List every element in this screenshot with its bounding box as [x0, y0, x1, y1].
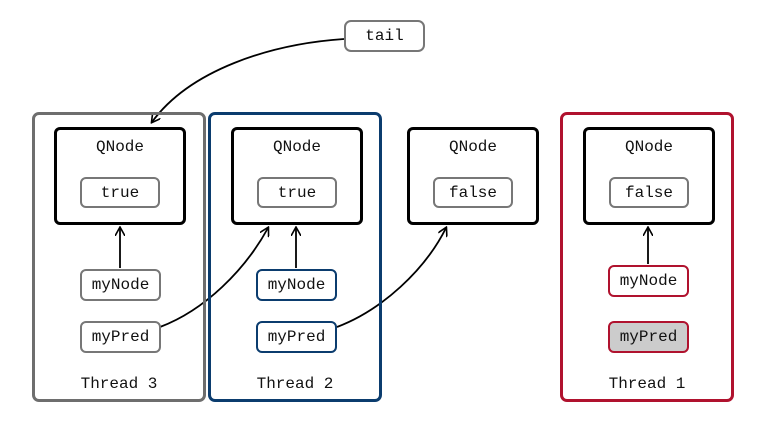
thread-3-mynode: myNode: [80, 269, 161, 301]
thread3-mypred-arrow: [159, 228, 268, 328]
thread-1-mynode: myNode: [608, 265, 689, 297]
qnode-1: QNode true: [54, 127, 186, 225]
thread-1-label: Thread 1: [608, 375, 686, 393]
qnode-title: QNode: [95, 138, 144, 156]
thread-2-label: Thread 2: [256, 375, 334, 393]
qnode-locked-value: false: [609, 177, 689, 208]
qnode-3: QNode false: [407, 127, 539, 225]
thread-3-frame: Thread 3: [32, 112, 206, 402]
qnode-locked-value: true: [257, 177, 337, 208]
thread-3-mypred: myPred: [80, 321, 161, 353]
tail-pointer: tail: [344, 20, 425, 52]
thread2-mypred-arrow: [336, 228, 446, 328]
thread-3-label: Thread 3: [80, 375, 158, 393]
qnode-title: QNode: [624, 138, 673, 156]
qnode-title: QNode: [448, 138, 497, 156]
qnode-4: QNode false: [583, 127, 715, 225]
tail-to-qnode-1-arrow: [152, 38, 345, 122]
thread-2-mypred: myPred: [256, 321, 337, 353]
qnode-locked-value: true: [80, 177, 160, 208]
qnode-locked-value: false: [433, 177, 513, 208]
thread-2-mynode: myNode: [256, 269, 337, 301]
qnode-title: QNode: [272, 138, 321, 156]
thread-2-frame: Thread 2: [208, 112, 382, 402]
thread-1-mypred: myPred: [608, 321, 689, 353]
qnode-2: QNode true: [231, 127, 363, 225]
thread-1-frame: Thread 1: [560, 112, 734, 402]
tail-label: tail: [365, 27, 404, 45]
